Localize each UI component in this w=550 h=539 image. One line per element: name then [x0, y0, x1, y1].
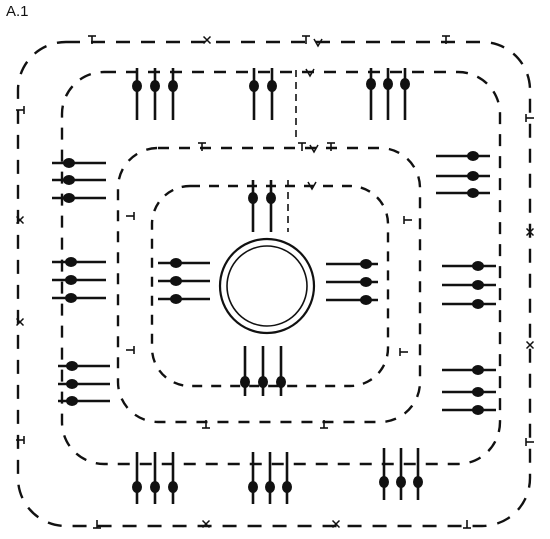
half-treble-symbol [302, 35, 310, 44]
stitch-bead [248, 192, 258, 204]
half-treble-symbol [198, 142, 206, 151]
stitch-bead [240, 376, 250, 388]
half-treble-symbol [93, 520, 101, 529]
stitch-bead [366, 78, 376, 90]
half-treble-symbol [320, 420, 328, 429]
stitch-bead [383, 78, 393, 90]
stitch-bead [248, 481, 258, 493]
stitch-bead [467, 151, 479, 161]
stitch-bead [472, 365, 484, 375]
half-treble-symbol [88, 35, 96, 44]
magic-ring-inner [226, 245, 308, 327]
half-treble-symbol [525, 438, 534, 446]
stitch-bead [396, 476, 406, 488]
stitch-bead [472, 405, 484, 415]
stitch-bead [472, 280, 484, 290]
stitch-bead [170, 276, 182, 286]
increase-symbol [313, 38, 323, 48]
stitch-bead [379, 476, 389, 488]
stitch-bead [267, 80, 277, 92]
half-treble-symbol [298, 142, 306, 151]
increase-symbol [307, 181, 317, 191]
stitch-bead [170, 258, 182, 268]
stitch-bead [249, 80, 259, 92]
stitch-bead [413, 476, 423, 488]
stitch-bead [150, 80, 160, 92]
stitch-bead [63, 175, 75, 185]
half-treble-symbol [399, 348, 408, 356]
half-treble-symbol [202, 420, 210, 429]
stitch-bead [132, 80, 142, 92]
stitch-bead [63, 193, 75, 203]
stitch-bead [66, 396, 78, 406]
magic-ring-outer [218, 237, 316, 335]
round-3-chain [60, 70, 502, 466]
half-treble-symbol [463, 520, 471, 529]
stitch-bead [360, 277, 372, 287]
stitch-bead [168, 481, 178, 493]
diagram-label: A.1 [6, 3, 29, 20]
round-2-chain [116, 146, 422, 424]
double-crochet-symbol [15, 215, 25, 225]
double-crochet-symbol [15, 317, 25, 327]
half-treble-symbol [16, 436, 25, 444]
stitch-bead [360, 295, 372, 305]
increase-symbol [309, 144, 319, 154]
stitch-bead [472, 261, 484, 271]
stitch-bead [65, 293, 77, 303]
double-crochet-symbol [202, 35, 212, 45]
stitch-bead [265, 481, 275, 493]
increase-symbol [305, 68, 315, 78]
stitch-bead [66, 361, 78, 371]
half-treble-symbol [126, 346, 135, 354]
stitch-bead [282, 481, 292, 493]
stitch-bead [472, 299, 484, 309]
stitch-bead [66, 379, 78, 389]
half-treble-symbol [16, 106, 25, 114]
half-treble-symbol [442, 35, 450, 44]
stitch-bead [360, 259, 372, 269]
half-treble-symbol [525, 114, 534, 122]
stitch-bead [266, 192, 276, 204]
stitch-bead [65, 257, 77, 267]
double-crochet-symbol [525, 227, 535, 237]
double-crochet-symbol [525, 340, 535, 350]
half-treble-symbol [327, 142, 335, 151]
stitch-bead [276, 376, 286, 388]
stitch-bead [472, 387, 484, 397]
stitch-bead [132, 481, 142, 493]
stitch-bead [170, 294, 182, 304]
round-4-chain [16, 40, 532, 528]
stitch-bead [65, 275, 77, 285]
stitch-bead [63, 158, 75, 168]
stitch-bead [467, 188, 479, 198]
stitch-bead [400, 78, 410, 90]
half-treble-symbol [403, 216, 412, 224]
half-treble-symbol [126, 212, 135, 220]
double-crochet-symbol [331, 519, 341, 529]
stitch-bead [168, 80, 178, 92]
double-crochet-symbol [201, 519, 211, 529]
stitch-bead [258, 376, 268, 388]
stitch-bead [467, 171, 479, 181]
stitch-bead [150, 481, 160, 493]
